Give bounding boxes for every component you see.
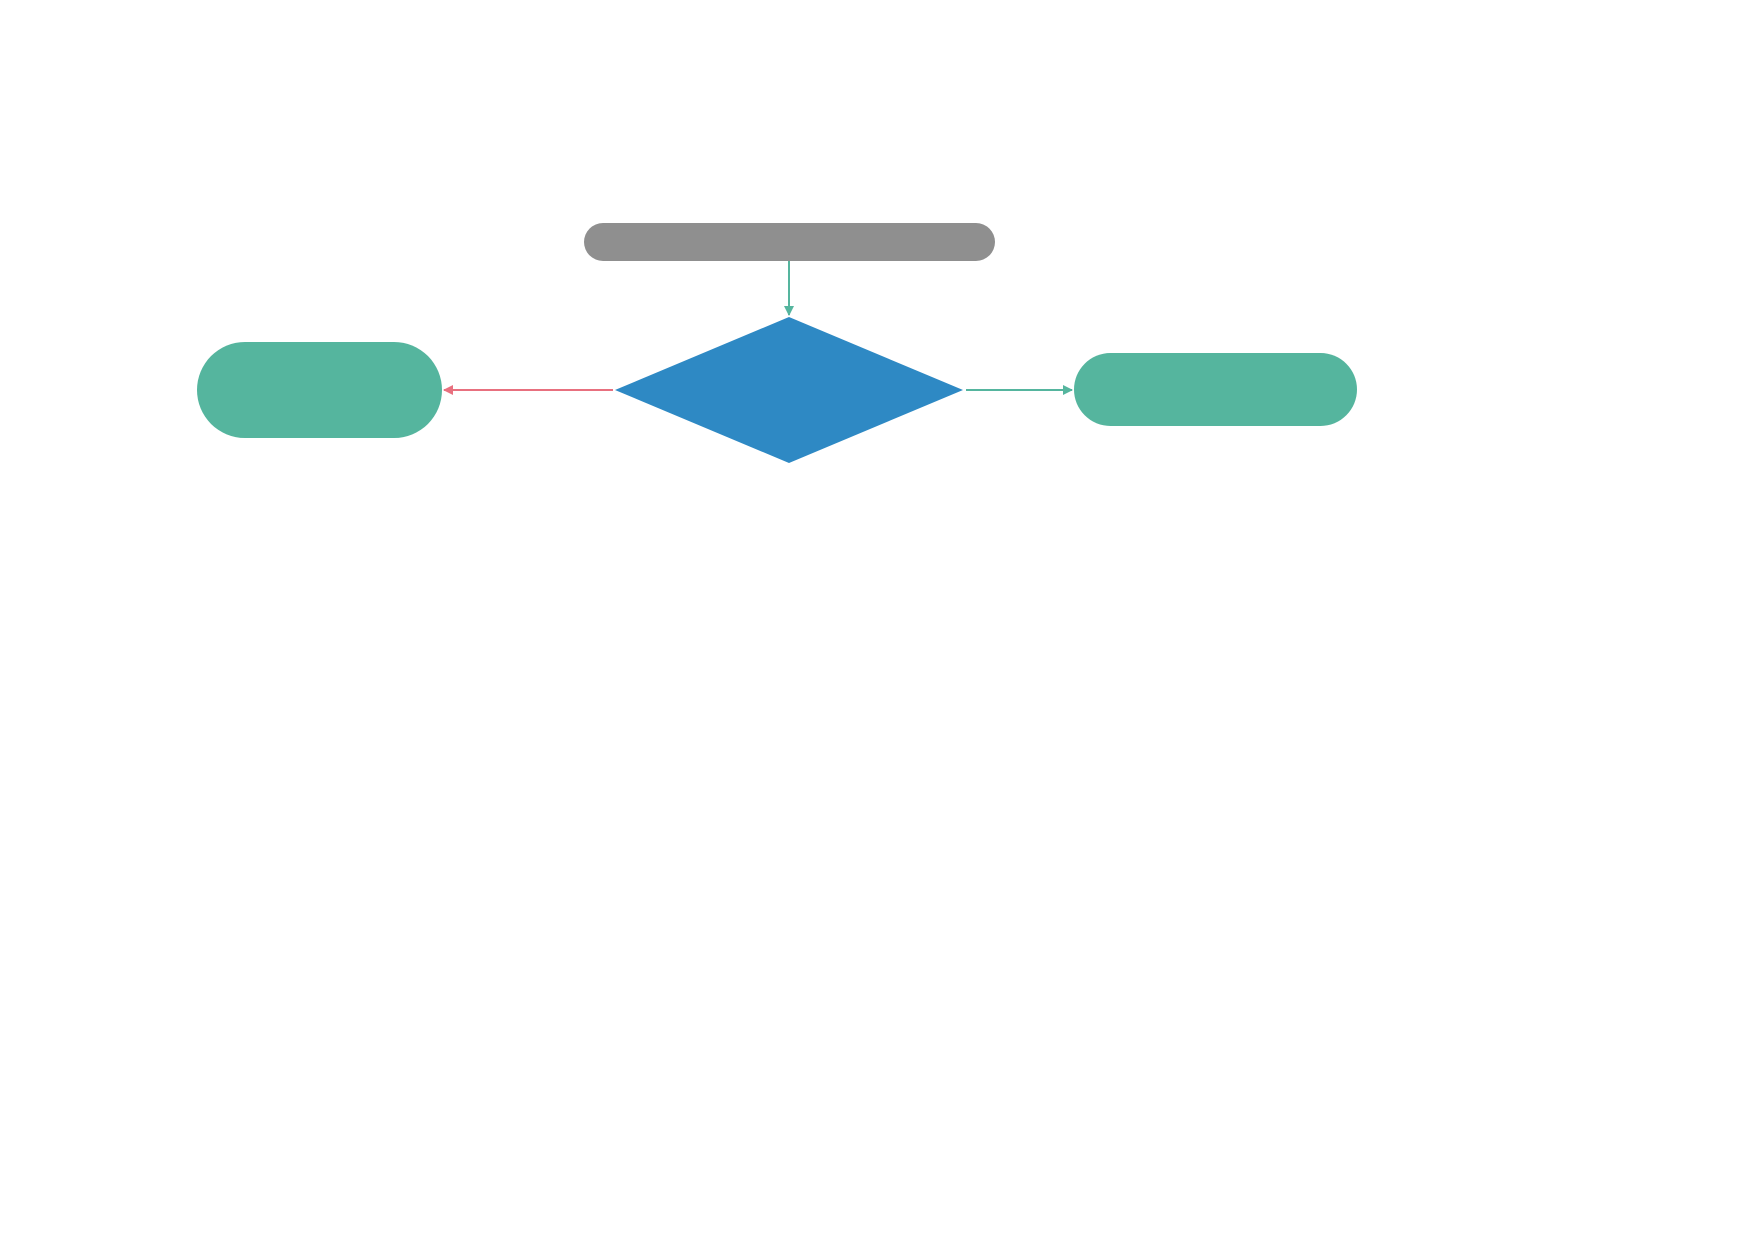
start-node[interactable]	[584, 223, 995, 261]
left-end-node[interactable]	[197, 342, 442, 438]
left-end-node-shape	[197, 342, 442, 438]
decision-node[interactable]	[615, 317, 963, 463]
right-end-node[interactable]	[1074, 353, 1357, 426]
start-node-shape	[584, 223, 995, 261]
decision-node-shape	[615, 317, 963, 463]
right-end-node-shape	[1074, 353, 1357, 426]
